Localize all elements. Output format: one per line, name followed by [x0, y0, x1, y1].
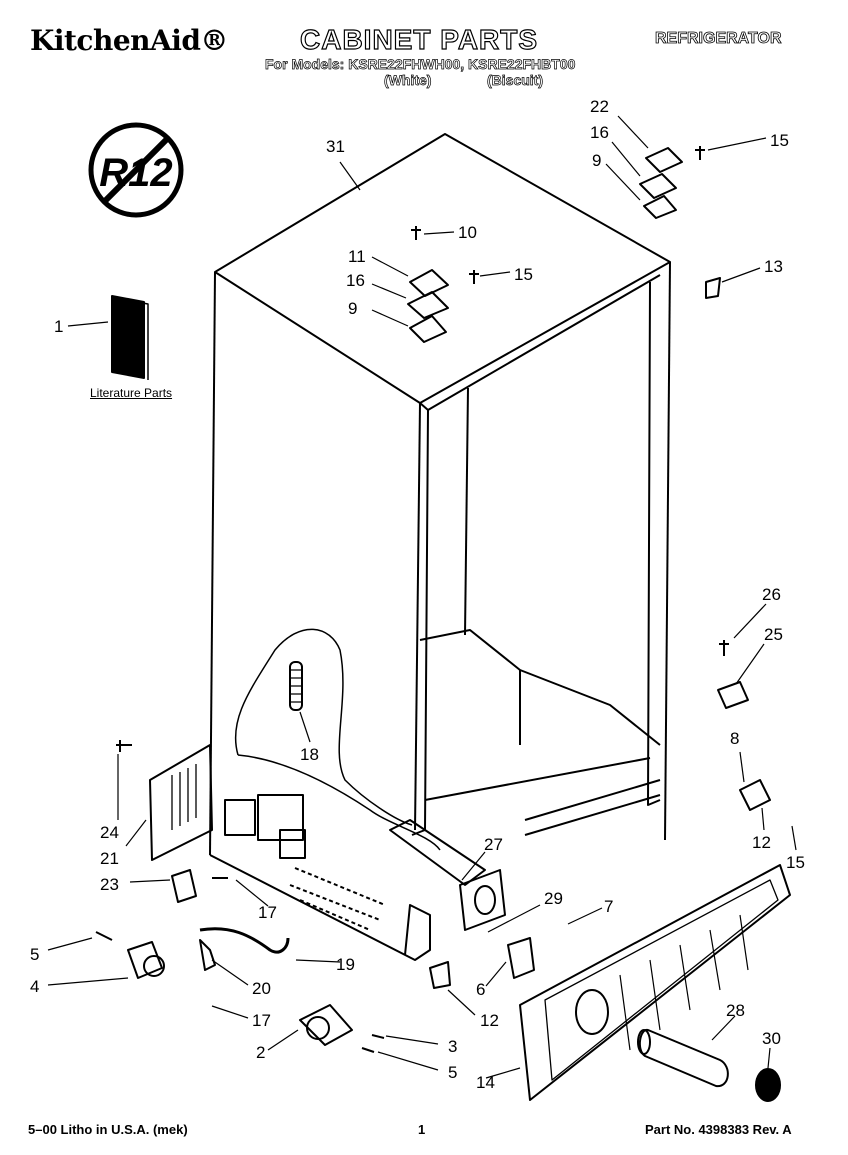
callout-17a: 17: [258, 903, 277, 922]
left-leveler: [171, 869, 228, 903]
callout-12b: 12: [752, 833, 771, 852]
grille-bracket: [507, 937, 535, 979]
air-duct: [389, 819, 506, 931]
callout-4: 4: [30, 977, 39, 996]
callout-22: 22: [590, 97, 609, 116]
callout-numbers: 1 2 3 4 5 5 6 7 8 9 9 10 11 12 12 13 14 …: [30, 97, 805, 1092]
toe-grille: [519, 864, 791, 1101]
callout-21: 21: [100, 849, 119, 868]
model-numbers: For Models: KSRE22FHWH00, KSRE22FHBT00: [265, 56, 576, 73]
r12-prohibited-icon: [88, 122, 184, 218]
callout-19: 19: [336, 955, 355, 974]
callout-20: 20: [252, 979, 271, 998]
footer-page-number: 1: [418, 1122, 426, 1137]
hinge-cover: [717, 640, 749, 709]
compressor-controls: [209, 794, 431, 961]
variant-white: (White): [384, 72, 432, 89]
variant-biscuit: (Biscuit): [487, 72, 544, 89]
callout-16b: 16: [590, 123, 609, 142]
callout-13: 13: [764, 257, 783, 276]
callout-29: 29: [544, 889, 563, 908]
rear-roller: [95, 931, 165, 979]
callout-5b: 5: [448, 1063, 457, 1082]
footer-part-number: Part No. 4398383 Rev. A: [645, 1122, 792, 1137]
callout-24: 24: [100, 823, 119, 842]
water-filter: [637, 1028, 729, 1088]
rear-access-panel: [116, 740, 213, 861]
callout-11: 11: [348, 247, 366, 266]
callout-15c: 15: [786, 853, 805, 872]
literature-booklet-icon: [111, 295, 149, 380]
water-tube: [199, 927, 290, 954]
callout-26: 26: [762, 585, 781, 604]
door-stop: [705, 277, 721, 299]
callout-1: 1: [54, 317, 63, 336]
callout-3: 3: [448, 1037, 457, 1056]
callout-25: 25: [764, 625, 783, 644]
callout-12a: 12: [480, 1011, 499, 1030]
callout-2: 2: [256, 1043, 265, 1062]
footer-litho: 5–00 Litho in U.S.A. (mek): [28, 1122, 188, 1137]
callout-9b: 9: [592, 151, 601, 170]
right-hinge-parts: [639, 146, 705, 219]
brand-logo: KitchenAid®: [30, 24, 228, 57]
callout-14: 14: [476, 1073, 495, 1092]
callout-7: 7: [604, 897, 613, 916]
front-roller: [299, 1004, 385, 1053]
center-hinge-parts: [407, 226, 479, 343]
callout-5a: 5: [30, 945, 39, 964]
product-type: REFRIGERATOR: [655, 30, 782, 48]
callout-17b: 17: [252, 1011, 271, 1030]
callout-30: 30: [762, 1029, 781, 1048]
page-title: CABINET PARTS: [299, 23, 539, 55]
drain-coil: [289, 661, 303, 711]
callout-leaders: [47, 115, 797, 1079]
callout-31: 31: [326, 137, 345, 156]
callout-15b: 15: [770, 131, 789, 150]
callout-15a: 15: [514, 265, 533, 284]
callout-18: 18: [300, 745, 319, 764]
callout-27: 27: [484, 835, 503, 854]
mounting-clip: [429, 961, 451, 989]
filter-cap: [755, 1068, 781, 1102]
cabinet-cutaway: [234, 628, 413, 826]
right-bracket: [739, 779, 771, 811]
callout-16a: 16: [346, 271, 365, 290]
callout-10: 10: [458, 223, 477, 242]
callout-6: 6: [476, 980, 485, 999]
callout-28: 28: [726, 1001, 745, 1020]
callout-23: 23: [100, 875, 119, 894]
cabinet-body: [209, 133, 671, 856]
callout-8: 8: [730, 729, 739, 748]
literature-parts-label: Literature Parts: [90, 386, 173, 400]
r12-badge-text: R12: [99, 151, 172, 195]
callout-9a: 9: [348, 299, 357, 318]
